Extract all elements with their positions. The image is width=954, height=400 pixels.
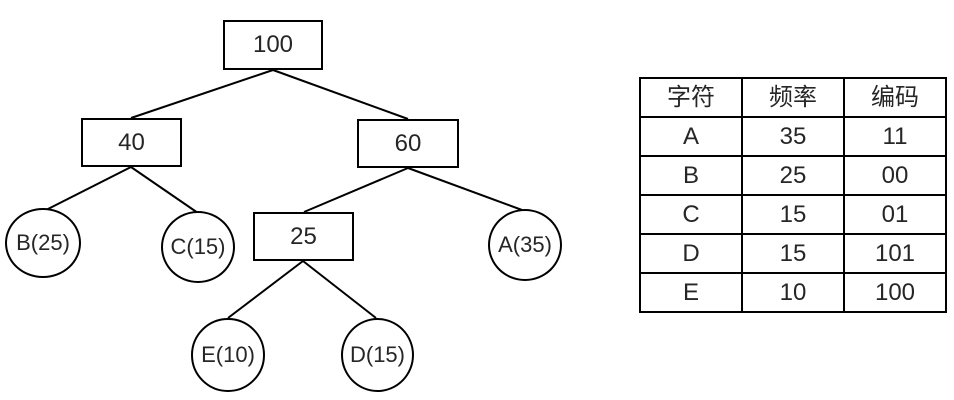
tree-node-leaf-b: B(25) xyxy=(5,208,81,278)
tree-edge xyxy=(302,260,377,319)
tree-node-sum-100: 100 xyxy=(223,20,323,70)
table-cell: B xyxy=(639,155,743,196)
tree-node-leaf-d: D(15) xyxy=(341,318,414,392)
table-header-cell: 字符 xyxy=(639,77,743,118)
tree-node-sum-40: 40 xyxy=(81,118,182,167)
tree-edge xyxy=(303,167,409,213)
table-header-cell: 编码 xyxy=(843,77,947,118)
tree-edge xyxy=(407,167,523,211)
table-cell: C xyxy=(639,194,743,235)
table-header-row: 字符频率编码 xyxy=(639,77,947,118)
table-cell: D xyxy=(639,233,743,274)
table-cell: 35 xyxy=(741,116,845,157)
table-cell: 100 xyxy=(843,272,947,313)
table-cell: 101 xyxy=(843,233,947,274)
tree-edge xyxy=(130,166,199,214)
tree-node-leaf-c: C(15) xyxy=(161,211,235,283)
tree-edge xyxy=(130,69,274,119)
node-label: 40 xyxy=(118,128,145,156)
tree-node-sum-25: 25 xyxy=(253,212,354,261)
table-cell: 10 xyxy=(741,272,845,313)
table-cell: E xyxy=(639,272,743,313)
tree-edge xyxy=(45,166,132,211)
tree-node-leaf-a: A(35) xyxy=(488,209,562,281)
node-label: C(15) xyxy=(170,234,226,259)
tree-edge xyxy=(272,69,409,120)
table-cell: 15 xyxy=(741,233,845,274)
node-label: B(25) xyxy=(16,230,70,255)
tree-node-sum-60: 60 xyxy=(357,119,459,168)
node-label: A(35) xyxy=(498,232,552,257)
node-label: 25 xyxy=(290,222,317,250)
table-cell: 25 xyxy=(741,155,845,196)
node-label: 100 xyxy=(252,31,294,58)
tree-edge xyxy=(227,260,304,319)
table-cell: A xyxy=(639,116,743,157)
tree-node-leaf-e: E(10) xyxy=(191,318,265,392)
node-label: E(10) xyxy=(201,342,255,367)
table-cell: 01 xyxy=(843,194,947,235)
table-header-cell: 频率 xyxy=(741,77,845,118)
node-label: D(15) xyxy=(349,342,405,367)
node-label: 60 xyxy=(394,129,422,157)
table-cell: 00 xyxy=(843,155,947,196)
table-cell: 11 xyxy=(843,116,947,157)
table-cell: 15 xyxy=(741,194,845,235)
